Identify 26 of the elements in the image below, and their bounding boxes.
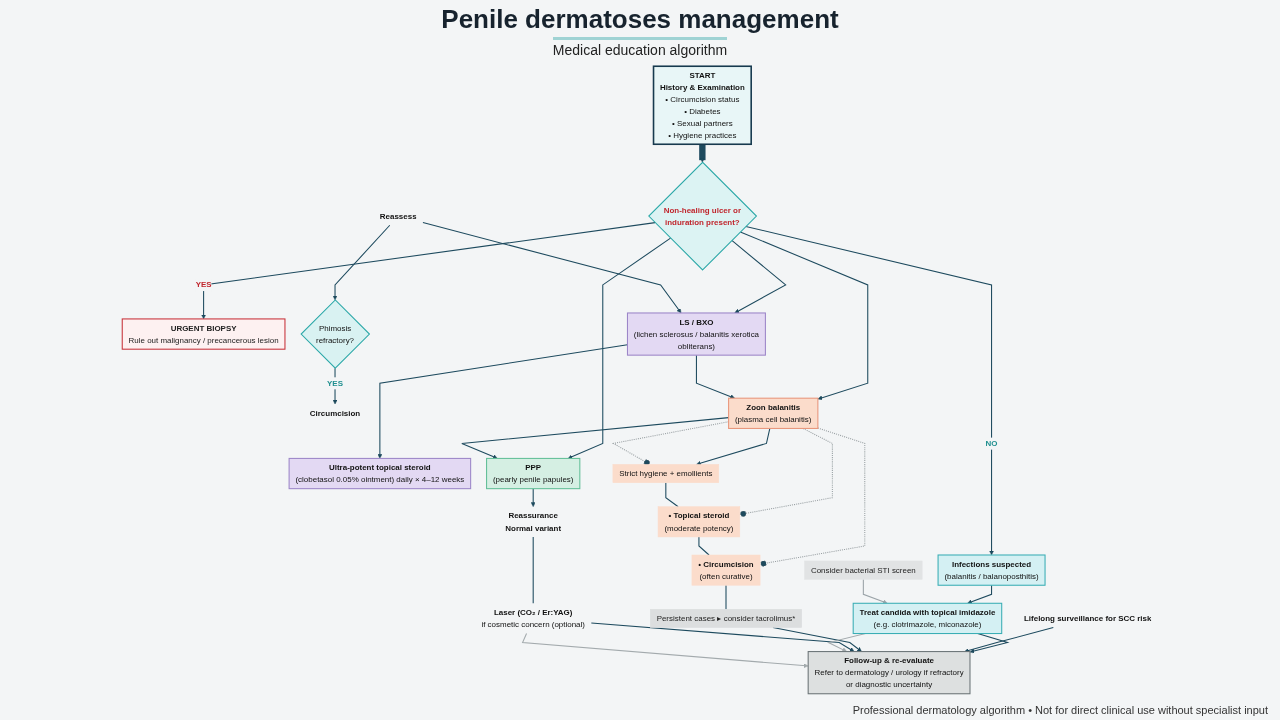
connector [532,536,534,604]
arrow [530,488,536,507]
connector [759,427,866,567]
arrow [201,222,656,320]
arrow [699,144,706,163]
arrow [862,578,888,604]
title: Penile dermatoses management [441,4,839,35]
arrow [967,584,993,604]
arrow [590,622,855,652]
arrow [969,633,1010,654]
connector [739,427,833,517]
arrow [731,239,787,314]
arrow [567,237,672,459]
arrow [377,344,628,459]
subtitle: Medical education algorithm [552,37,728,58]
arrow [521,633,809,668]
caption: Professional dermatology algorithm • Not for direct clinical use without specialist input [852,704,1268,716]
arrow [422,222,682,314]
arrow [332,367,338,405]
arrow [696,427,771,466]
arrow [695,354,735,399]
arrow [332,224,391,301]
connector [665,482,679,508]
arrow [964,627,1054,653]
arrow [745,225,994,556]
connector [698,536,710,556]
